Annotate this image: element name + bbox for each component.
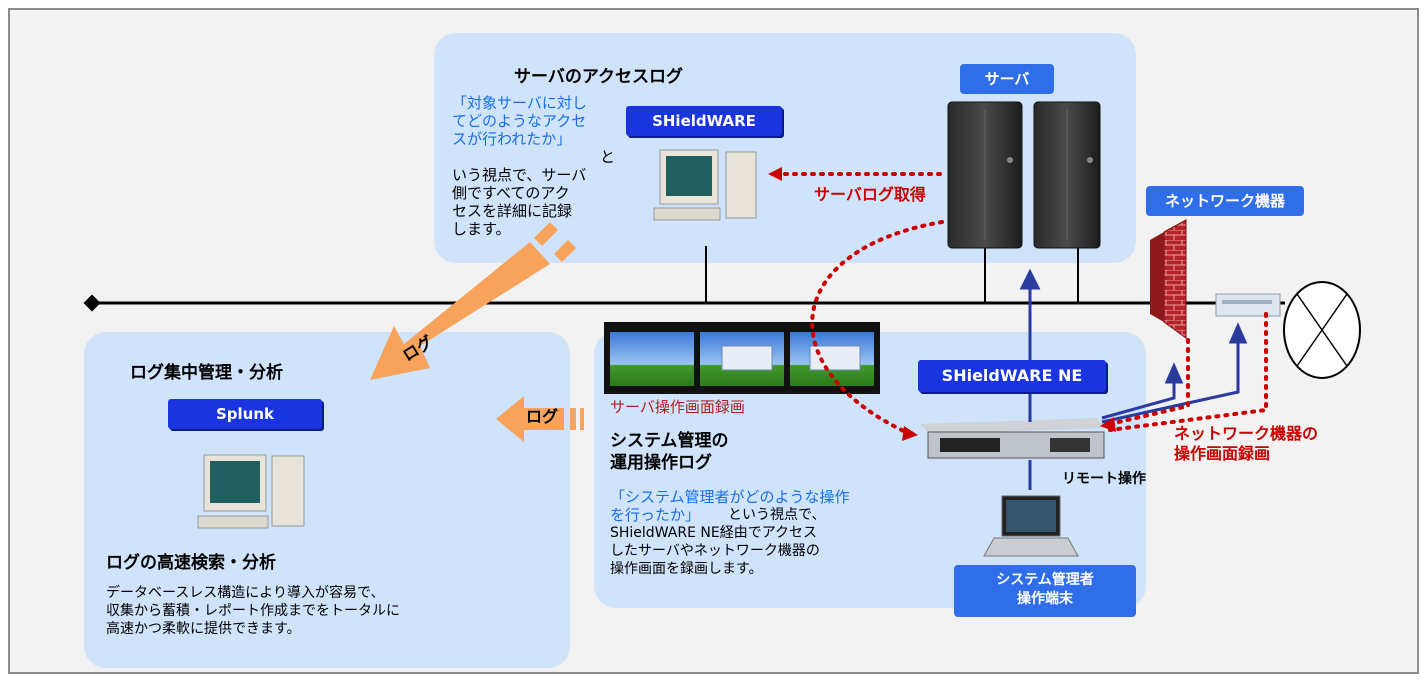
remote-op-label: リモート操作 — [1062, 471, 1146, 487]
access-log-quote: 「対象サーバに対し てどのようなアクセ スが行われたか」 — [452, 94, 587, 148]
screen-recording-filmstrip — [604, 322, 880, 394]
recording-caption: サーバ操作画面録画 — [610, 398, 745, 416]
admin-terminal-label: システム管理者 操作端末 — [954, 565, 1136, 617]
ops-log-body: という視点で、 SHieldWARE NE経由でアクセス したサーバやネットワー… — [610, 507, 826, 577]
central-title: ログ集中管理・分析 — [130, 363, 283, 383]
feature-title: ログの高速検索・分析 — [106, 553, 276, 573]
connection-lines — [1019, 268, 1248, 490]
network-recording-label: ネットワーク機器の 操作画面録画 — [1174, 424, 1319, 463]
splunk-label: Splunk — [168, 399, 322, 429]
arrow-head-serverlog — [768, 167, 782, 181]
log-arrow-diagonal — [370, 222, 576, 380]
router-icon — [1215, 293, 1281, 317]
access-log-title: サーバのアクセスログ — [514, 67, 683, 87]
laptop-icon — [983, 495, 1079, 557]
server-log-label: サーバログ取得 — [814, 185, 926, 204]
server-label: サーバ — [960, 64, 1054, 94]
diagram-frame: サーバのアクセスログ SHieldWARE 「対象サーバに対し てどのようなアク… — [8, 8, 1419, 674]
firewall-icon — [1150, 219, 1187, 339]
pc-icon-splunk — [197, 454, 305, 529]
bus-end-diamond — [83, 294, 101, 312]
pc-icon-access-log — [653, 149, 757, 221]
access-log-body: と いう視点で、サーバ 側ですべてのアク セスを詳細に記録 します。 — [452, 148, 616, 238]
server-icon — [947, 101, 1101, 249]
ops-log-quote: 「システム管理者がどのような操作 を行ったか」 — [610, 488, 850, 524]
log-arrow-horizontal — [496, 396, 584, 442]
shieldware-ne-label: SHieldWARE NE — [918, 360, 1106, 392]
log-arrow-label-horizontal: ログ — [526, 407, 559, 426]
internet-symbol — [1283, 281, 1361, 379]
shieldware-ne-appliance — [920, 418, 1106, 459]
diagram-graphics — [83, 101, 1361, 557]
network-device-label: ネットワーク機器 — [1146, 186, 1304, 216]
central-management-panel — [84, 332, 570, 668]
shieldware-label: SHieldWARE — [626, 106, 782, 136]
ops-log-title: システム管理の 運用操作ログ — [610, 431, 729, 473]
feature-body: データベースレス構造により導入が容易で、 収集から蓄積・レポート作成までをトータ… — [106, 585, 400, 637]
